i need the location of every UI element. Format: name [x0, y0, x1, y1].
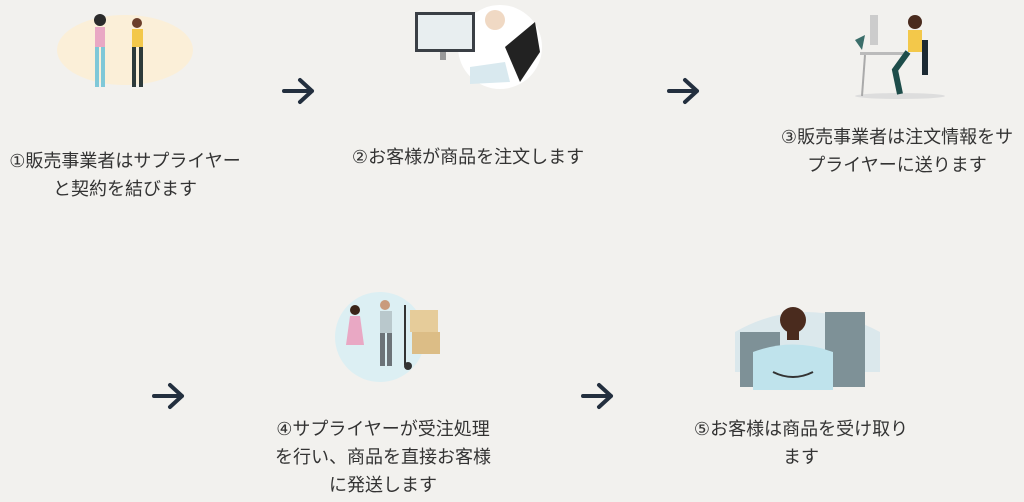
step-4-line-2: を行い、商品を直接お客様: [275, 447, 491, 468]
step-2-line-1: ②お客様が商品を注文します: [351, 147, 585, 168]
arrow-right-icon: [282, 78, 314, 104]
step-4-caption: ④サプライヤーが受注処理 を行い、商品を直接お客様 に発送します: [275, 416, 491, 500]
arrow-right-icon: [667, 78, 699, 104]
step-1-line-2: と契約を結びます: [52, 179, 197, 200]
step-3-line-1: ③販売事業者は注文情報をサ: [780, 127, 1014, 148]
customer-package-illustration: [735, 307, 880, 390]
step-5-line-2: ます: [782, 447, 819, 468]
step-5-caption: ⑤お客様は商品を受け取り ます: [694, 416, 908, 472]
step-2-caption: ②お客様が商品を注文します: [352, 144, 584, 172]
step-3-caption: ③販売事業者は注文情報をサ プライヤーに送ります: [781, 124, 1013, 180]
step-3-line-2: プライヤーに送ります: [807, 155, 987, 176]
step-4-line-1: ④サプライヤーが受注処理: [276, 419, 490, 440]
online-order-illustration: [415, 5, 542, 89]
handshake-illustration: [57, 14, 193, 87]
arrow-right-icon: [581, 383, 613, 409]
step-1-caption: ①販売事業者はサプライヤー と契約を結びます: [9, 148, 241, 204]
delivery-illustration: [335, 292, 440, 382]
step-5-line-1: ⑤お客様は商品を受け取り: [693, 419, 909, 440]
arrow-right-icon: [152, 383, 184, 409]
step-1-line-1: ①販売事業者はサプライヤー: [9, 151, 241, 172]
desk-worker-illustration: [855, 15, 945, 99]
step-4-line-3: に発送します: [329, 475, 437, 496]
